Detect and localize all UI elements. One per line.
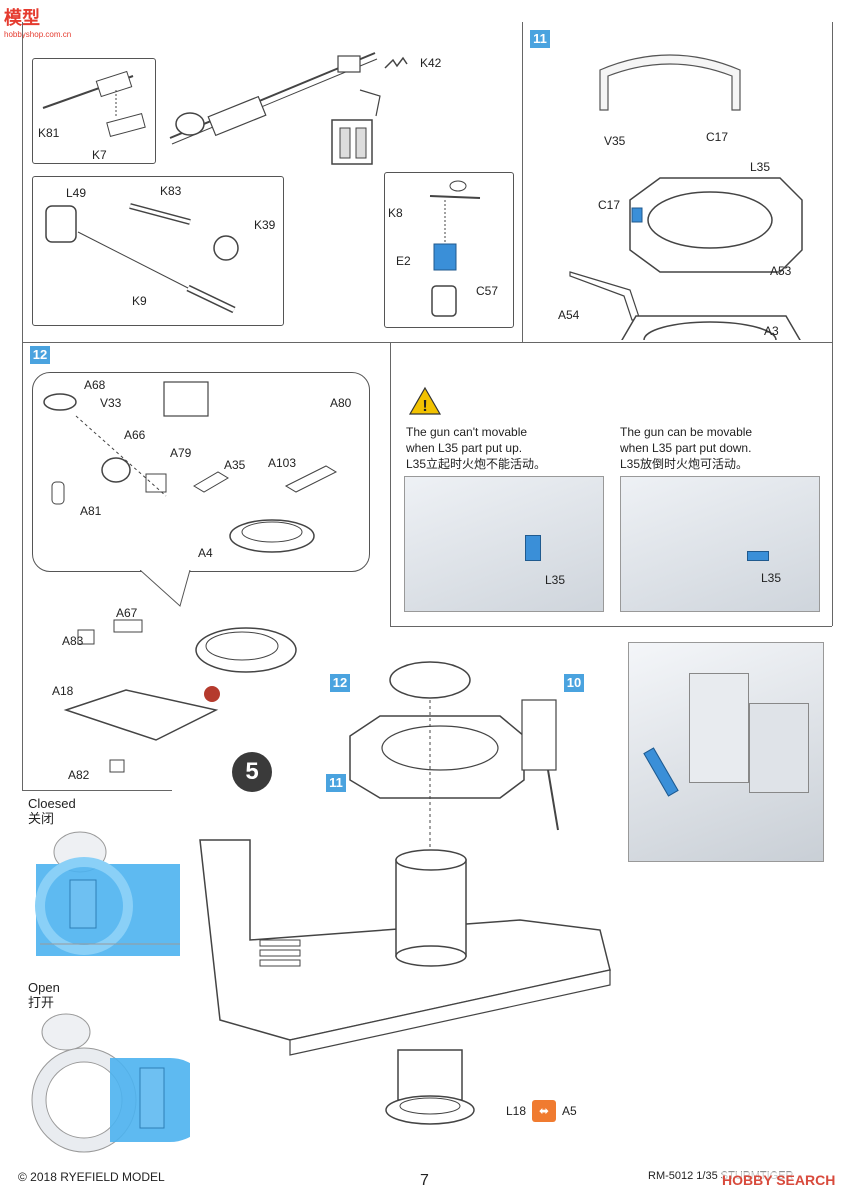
open-label-cn: 打开 bbox=[28, 995, 55, 1010]
label-a68: A68 bbox=[84, 378, 106, 392]
k81-drawing bbox=[42, 70, 146, 138]
step-11-badge: 11 bbox=[530, 30, 550, 48]
cement-arrow-icon: ⬌ bbox=[532, 1100, 556, 1122]
note-gun-movable-en-1: The gun can be movable bbox=[620, 425, 753, 439]
gun-assembly-drawing bbox=[169, 52, 408, 145]
step-5-number: 5 bbox=[232, 752, 272, 792]
label-a54: A54 bbox=[558, 308, 580, 322]
k83-drawing bbox=[45, 203, 239, 314]
note-gun-locked-cn: L35立起时火炮不能活动。 bbox=[406, 457, 547, 471]
label-a83: A83 bbox=[62, 634, 84, 648]
label-l35: L35 bbox=[750, 160, 771, 174]
photo-l35-up: L35 bbox=[404, 476, 604, 612]
label-a66: A66 bbox=[124, 428, 146, 442]
open-diagram bbox=[31, 1013, 190, 1153]
note-gun-movable-en-2: when L35 part put down. bbox=[620, 441, 752, 455]
photo-l35-down: L35 bbox=[620, 476, 820, 612]
note-gun-locked-en-1: The gun can't movable bbox=[406, 425, 528, 439]
watermark-top-text: 模型 bbox=[4, 8, 40, 29]
note-gun-movable: The gun can be movable when L35 part put… bbox=[620, 424, 752, 472]
step-12-badge: 12 bbox=[30, 346, 50, 364]
step-11-drawing bbox=[569, 54, 803, 340]
label-c17-top: C17 bbox=[706, 130, 729, 144]
photo-l35-down-label: L35 bbox=[761, 571, 782, 585]
k42-mount-drawing bbox=[331, 89, 381, 165]
label-k9: K9 bbox=[132, 294, 147, 308]
label-a80: A80 bbox=[330, 396, 352, 410]
note-gun-locked: The gun can't movable when L35 part put … bbox=[406, 424, 546, 472]
footer-copyright: © 2018 RYEFIELD MODEL bbox=[18, 1170, 165, 1184]
detail-photo-gun-mount bbox=[628, 642, 824, 862]
step-12-callout-drawing bbox=[43, 381, 338, 553]
l35-down-part bbox=[747, 551, 769, 561]
label-a3: A3 bbox=[764, 324, 779, 338]
label-l18: L18 bbox=[506, 1104, 527, 1118]
open-label: Open 打开 bbox=[28, 980, 60, 1010]
label-l49: L49 bbox=[66, 186, 87, 200]
label-c17-left: C17 bbox=[598, 198, 621, 212]
footer-page-number: 7 bbox=[420, 1172, 429, 1189]
note-gun-movable-cn: L35放倒时火炮可活动。 bbox=[620, 457, 749, 471]
label-a103: A103 bbox=[268, 456, 297, 470]
hull-assembly-drawing bbox=[199, 661, 611, 1125]
step-5-badge-10: 10 bbox=[564, 674, 584, 692]
label-k7: K7 bbox=[92, 148, 107, 162]
k83-callout-box bbox=[32, 176, 284, 326]
k81-callout-box bbox=[32, 58, 156, 164]
label-a18: A18 bbox=[52, 684, 74, 698]
label-v33: V33 bbox=[100, 396, 122, 410]
step-5-badge-12: 12 bbox=[330, 674, 350, 692]
closed-label-cn: 关闭 bbox=[28, 811, 55, 826]
closed-label: Cloesed 关闭 bbox=[28, 796, 76, 826]
detail-photo-l35-part bbox=[643, 747, 679, 797]
label-k39: K39 bbox=[254, 218, 276, 232]
closed-diagram bbox=[35, 831, 180, 956]
photo-l35-up-label: L35 bbox=[545, 573, 566, 587]
label-k81: K81 bbox=[38, 126, 60, 140]
frame-h2 bbox=[390, 626, 832, 627]
label-a53: A53 bbox=[770, 264, 792, 278]
frame-h1 bbox=[22, 342, 832, 343]
open-label-en: Open bbox=[28, 980, 60, 995]
label-a5: A5 bbox=[562, 1104, 577, 1118]
label-c57: C57 bbox=[476, 284, 499, 298]
frame-top-right bbox=[522, 22, 523, 342]
warning-icon: ! bbox=[408, 386, 442, 415]
label-a79: A79 bbox=[170, 446, 192, 460]
footer-hobby-search-logo: HOBBY SEARCH bbox=[722, 1172, 836, 1188]
label-k83: K83 bbox=[160, 184, 182, 198]
closed-label-en: Cloesed bbox=[28, 796, 76, 811]
watermark-logo: 模型 hobbyshop.com.cn bbox=[4, 4, 74, 39]
label-a81: A81 bbox=[80, 504, 102, 518]
label-k8: K8 bbox=[388, 206, 403, 220]
svg-text:!: ! bbox=[422, 398, 427, 415]
k8-callout-box bbox=[384, 172, 514, 328]
step-5-badge-11: 11 bbox=[326, 774, 346, 792]
frame-mid-v bbox=[390, 342, 391, 626]
detail-photo-shape-2 bbox=[749, 703, 809, 793]
label-e2: E2 bbox=[396, 254, 411, 268]
frame-h3 bbox=[22, 790, 172, 791]
label-k42: K42 bbox=[420, 56, 442, 70]
label-a67: A67 bbox=[116, 606, 138, 620]
step-12-callout-box bbox=[32, 372, 370, 572]
frame-left-divider bbox=[22, 22, 23, 790]
step-12-callout-pointer bbox=[140, 570, 191, 607]
k8-drawing bbox=[429, 180, 481, 317]
frame-right bbox=[832, 22, 833, 626]
label-v35: V35 bbox=[604, 134, 626, 148]
l35-up-part bbox=[525, 535, 541, 561]
step-12-main-drawing bbox=[63, 619, 297, 773]
note-gun-locked-en-2: when L35 part put up. bbox=[406, 441, 523, 455]
detail-photo-shape-1 bbox=[689, 673, 749, 783]
label-a82: A82 bbox=[68, 768, 90, 782]
label-a4: A4 bbox=[198, 546, 213, 560]
watermark-bottom-text: hobbyshop.com.cn bbox=[4, 30, 72, 39]
label-a35: A35 bbox=[224, 458, 246, 472]
